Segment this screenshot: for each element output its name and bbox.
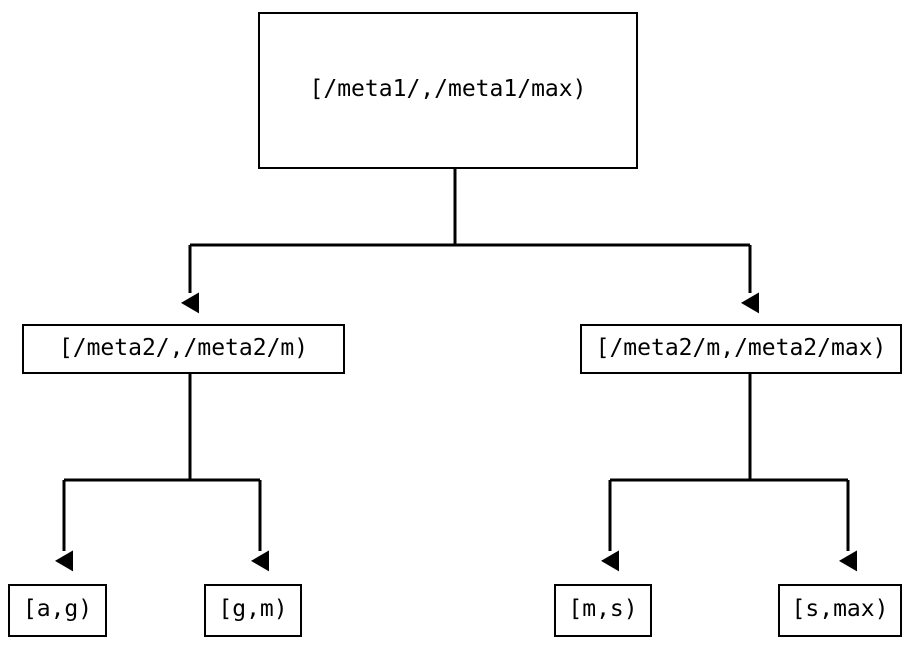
node-leaf-s-max[interactable]: [s,max): [778, 584, 902, 637]
node-leaf-m-s[interactable]: [m,s): [554, 584, 652, 637]
node-mid-left-label: [/meta2/,/meta2/m): [58, 334, 309, 361]
node-root[interactable]: [/meta1/,/meta1/max): [258, 12, 638, 169]
node-mid-right-label: [/meta2/m,/meta2/max): [595, 334, 887, 361]
node-leaf-g-m[interactable]: [g,m): [204, 584, 302, 637]
node-leaf-s-max-label: [s,max): [791, 596, 889, 622]
edge-midright-to-leaves: [601, 374, 857, 572]
node-root-label: [/meta1/,/meta1/max): [309, 76, 587, 102]
edge-midleft-to-leaves: [55, 374, 269, 572]
node-leaf-a-g[interactable]: [a,g): [8, 584, 107, 637]
node-leaf-a-g-label: [a,g): [22, 596, 93, 622]
edge-root-to-level2: [181, 169, 759, 314]
node-mid-right[interactable]: [/meta2/m,/meta2/max): [580, 324, 902, 374]
node-leaf-g-m-label: [g,m): [218, 596, 288, 622]
node-leaf-m-s-label: [m,s): [568, 596, 638, 622]
node-mid-left[interactable]: [/meta2/,/meta2/m): [22, 324, 345, 374]
